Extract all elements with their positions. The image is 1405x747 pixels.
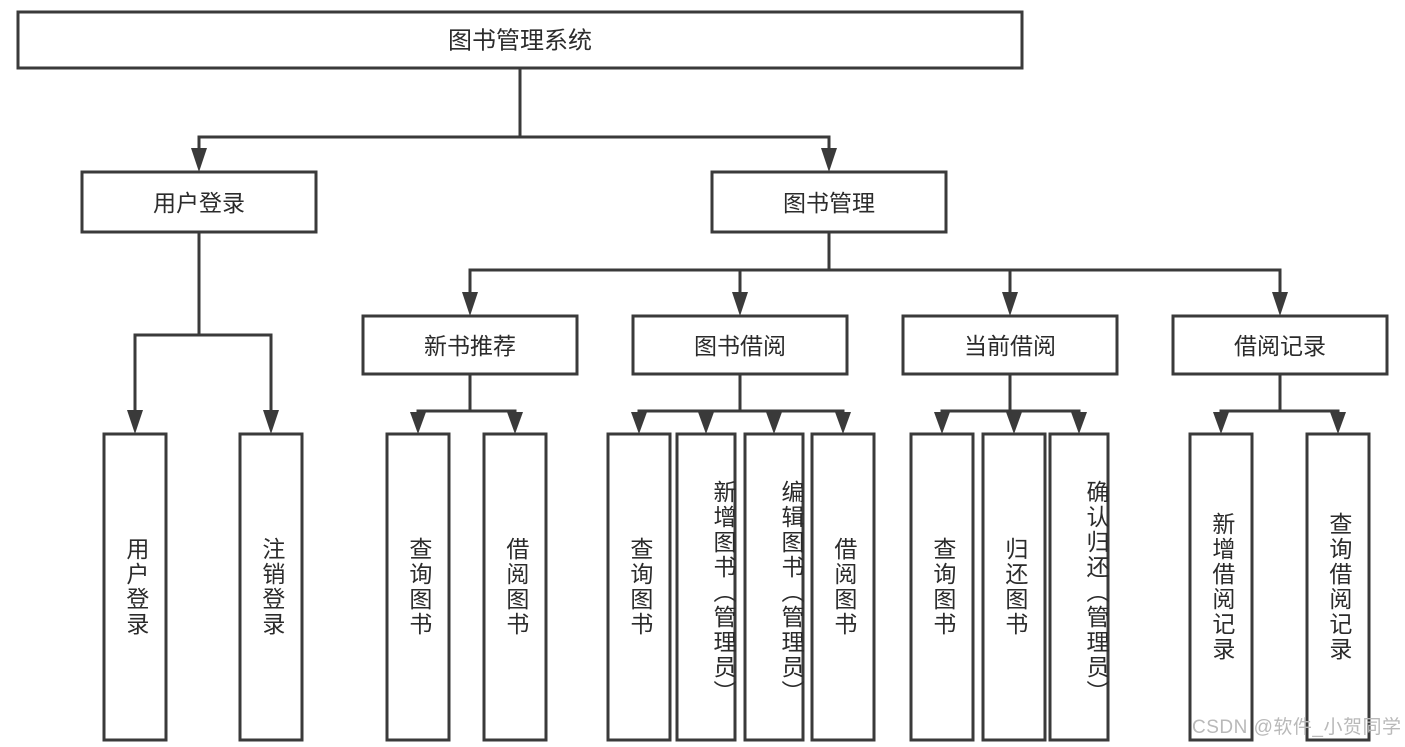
node-current-borrow[interactable]: 当前借阅 — [901, 314, 1119, 376]
node-user-login-box[interactable] — [80, 170, 318, 234]
connector-group — [127, 66, 1346, 434]
node-leaf-borrow-book-2-box[interactable] — [810, 432, 876, 742]
node-new-book-recommend[interactable]: 新书推荐 — [361, 314, 579, 376]
node-leaf-confirm-return-box[interactable] — [1048, 432, 1110, 742]
arrow-to-leaf-add-book — [698, 412, 714, 434]
node-leaf-borrow-book-1-box[interactable] — [482, 432, 548, 742]
node-leaf-query-record-box[interactable] — [1305, 432, 1371, 742]
arrow-to-leaf-borrow-book-1 — [507, 412, 523, 434]
arrow-to-leaf-query-book-1 — [410, 412, 426, 434]
arrow-to-leaf-return-book — [1006, 412, 1022, 434]
arrow-to-leaf-confirm-return — [1071, 412, 1087, 434]
csdn-watermark: CSDN @软件_小贺同学 — [1192, 717, 1402, 738]
node-root-label: 图书管理系统 — [448, 28, 592, 55]
arrow-to-leaf-user-logout — [263, 410, 279, 434]
leaf-boxes — [102, 432, 1371, 742]
node-book-manage[interactable]: 图书管理 — [710, 170, 948, 234]
arrow-to-borrow-record — [1272, 292, 1288, 316]
node-book-borrow-box[interactable] — [631, 314, 849, 376]
node-new-book-recommend-label: 新书推荐 — [424, 333, 516, 359]
node-leaf-user-login-box[interactable] — [102, 432, 168, 742]
node-book-borrow-label: 图书借阅 — [694, 333, 786, 359]
node-current-borrow-box[interactable] — [901, 314, 1119, 376]
node-book-manage-label: 图书管理 — [783, 190, 875, 216]
node-borrow-record-label: 借阅记录 — [1234, 333, 1326, 359]
arrow-to-leaf-edit-book — [766, 412, 782, 434]
node-root-box[interactable] — [16, 10, 1024, 70]
node-leaf-return-book-box[interactable] — [981, 432, 1047, 742]
node-root[interactable]: 图书管理系统 — [16, 10, 1024, 70]
node-leaf-query-book-3-box[interactable] — [909, 432, 975, 742]
node-leaf-query-book-2-box[interactable] — [606, 432, 672, 742]
arrow-to-current-borrow — [1002, 292, 1018, 316]
node-current-borrow-label: 当前借阅 — [964, 333, 1056, 359]
arrow-to-leaf-add-record — [1213, 412, 1229, 434]
node-user-login[interactable]: 用户登录 — [80, 170, 318, 234]
node-leaf-edit-book-box[interactable] — [743, 432, 805, 742]
node-leaf-query-book-1-box[interactable] — [385, 432, 451, 742]
node-borrow-record[interactable]: 借阅记录 — [1171, 314, 1389, 376]
arrow-to-leaf-query-record — [1330, 412, 1346, 434]
node-book-manage-box[interactable] — [710, 170, 948, 234]
arrow-to-leaf-query-book-3 — [934, 412, 950, 434]
node-borrow-record-box[interactable] — [1171, 314, 1389, 376]
arrow-to-leaf-user-login — [127, 410, 143, 434]
node-leaf-user-logout-box[interactable] — [238, 432, 304, 742]
arrow-to-new-book-recommend — [462, 292, 478, 316]
arrow-to-leaf-borrow-book-2 — [835, 412, 851, 434]
node-user-login-label: 用户登录 — [153, 190, 245, 216]
node-book-borrow[interactable]: 图书借阅 — [631, 314, 849, 376]
node-leaf-add-book-box[interactable] — [675, 432, 737, 742]
arrow-to-leaf-query-book-2 — [631, 412, 647, 434]
node-new-book-recommend-box[interactable] — [361, 314, 579, 376]
arrow-to-book-borrow — [732, 292, 748, 316]
arrow-to-user-login — [191, 148, 207, 172]
arrow-to-book-manage — [821, 148, 837, 172]
node-leaf-add-record-box[interactable] — [1188, 432, 1254, 742]
